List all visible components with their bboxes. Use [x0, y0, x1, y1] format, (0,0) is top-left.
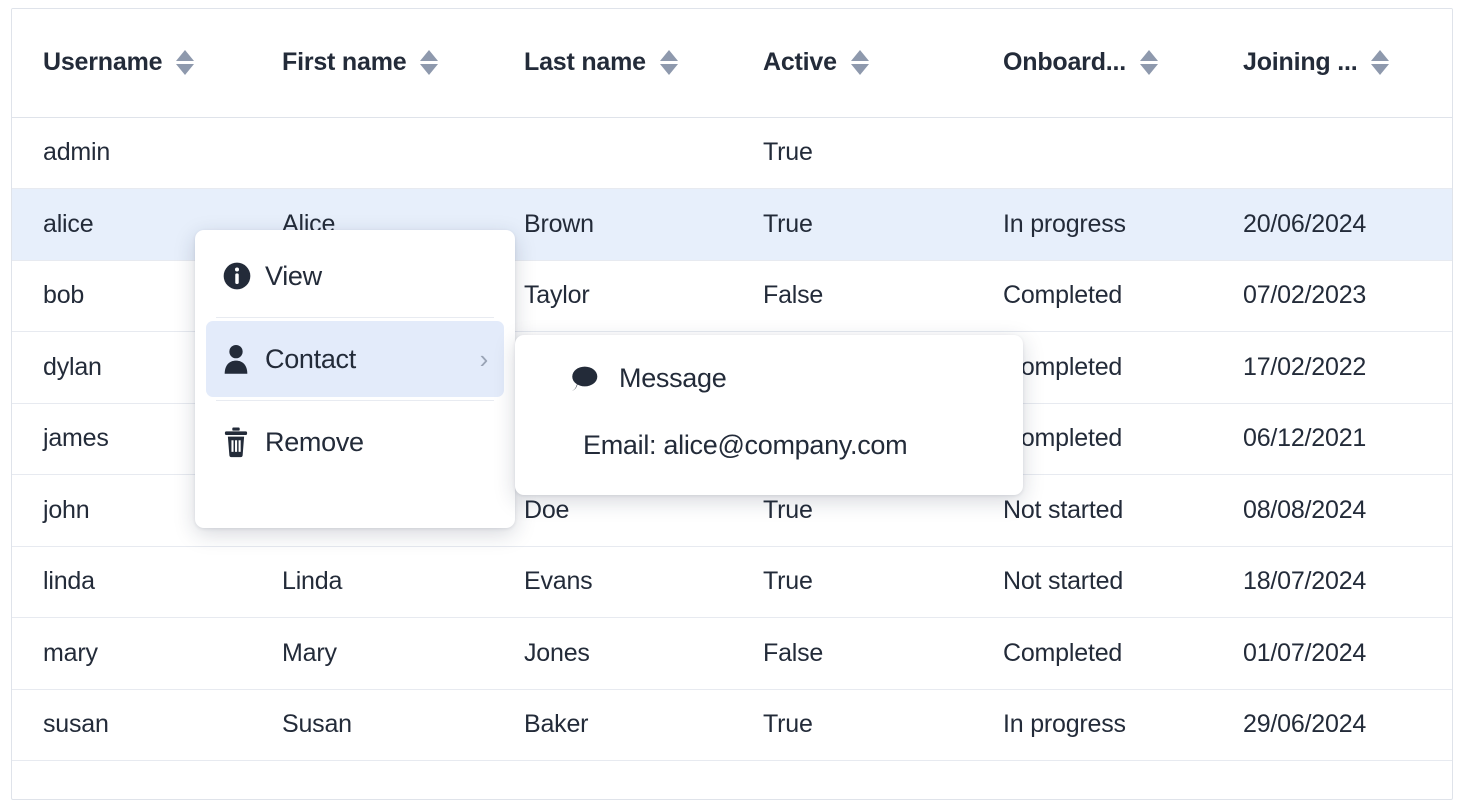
- trash-icon: [221, 426, 265, 458]
- table-cell-last_name: Taylor: [493, 260, 732, 332]
- chevron-right-icon: ›: [479, 344, 489, 374]
- table-filler-cell: [1212, 761, 1452, 800]
- column-header-label: Active: [763, 48, 837, 77]
- table-cell-onboarding: [972, 117, 1212, 189]
- column-header-username[interactable]: Username: [12, 9, 251, 118]
- sort-updown-icon[interactable]: [1140, 50, 1159, 76]
- table-cell-active: True: [732, 689, 972, 761]
- table-cell-first_name: Linda: [251, 546, 493, 618]
- sort-updown-icon[interactable]: [420, 50, 439, 76]
- table-filler-cell: [493, 761, 732, 800]
- table-header: Username First name Last name: [12, 9, 1452, 118]
- table-cell-username: susan: [12, 689, 251, 761]
- submenu-item-email[interactable]: Email: alice@company.com: [527, 412, 1011, 479]
- table-cell-joining: [1212, 117, 1452, 189]
- table-cell-onboarding: Not started: [972, 546, 1212, 618]
- column-header-onboarding[interactable]: Onboard...: [972, 9, 1212, 118]
- context-menu-item-contact[interactable]: Contact ›: [206, 321, 504, 397]
- table-cell-active: True: [732, 117, 972, 189]
- table-cell-first_name: Mary: [251, 617, 493, 690]
- context-menu-item-view[interactable]: View: [206, 238, 504, 314]
- column-header-label: Joining ...: [1243, 48, 1358, 77]
- column-header-label: Last name: [524, 48, 646, 77]
- table-cell-onboarding: In progress: [972, 188, 1212, 261]
- table-filler-row: [12, 761, 1452, 800]
- contact-submenu[interactable]: Message Email: alice@company.com: [515, 335, 1023, 495]
- table-cell-active: False: [732, 617, 972, 690]
- context-menu-item-label: View: [265, 260, 322, 291]
- column-header-joining[interactable]: Joining ...: [1212, 9, 1452, 118]
- column-header-label: First name: [282, 48, 407, 77]
- submenu-item-label: Message: [619, 363, 727, 393]
- table-filler-cell: [732, 761, 972, 800]
- context-menu-item-label: Contact: [265, 343, 356, 374]
- person-icon: [221, 343, 265, 375]
- column-header-label: Username: [43, 48, 163, 77]
- table-cell-active: False: [732, 260, 972, 332]
- submenu-item-label: Email: alice@company.com: [583, 430, 908, 460]
- table-cell-username: alice: [12, 188, 251, 261]
- sort-updown-icon[interactable]: [850, 50, 869, 76]
- table-cell-joining: 20/06/2024: [1212, 188, 1452, 261]
- table-cell-username: mary: [12, 617, 251, 690]
- context-menu-item-remove[interactable]: Remove: [206, 404, 504, 480]
- table-cell-last_name: Brown: [493, 188, 732, 261]
- table-cell-onboarding: In progress: [972, 689, 1212, 761]
- table-cell-joining: 06/12/2021: [1212, 403, 1452, 475]
- table-cell-onboarding: Completed: [972, 260, 1212, 332]
- table-filler-cell: [12, 761, 251, 800]
- row-context-menu[interactable]: View Contact ›: [195, 230, 515, 528]
- menu-divider: [216, 400, 494, 401]
- column-header-active[interactable]: Active: [732, 9, 972, 118]
- table-cell-joining: 17/02/2022: [1212, 331, 1452, 404]
- table-filler-cell: [251, 761, 493, 800]
- table-cell-active: True: [732, 546, 972, 618]
- menu-divider: [216, 317, 494, 318]
- table-cell-joining: 29/06/2024: [1212, 689, 1452, 761]
- speech-bubble-icon: [567, 364, 619, 394]
- info-circle-icon: [221, 260, 265, 292]
- table-cell-active: True: [732, 188, 972, 261]
- table-cell-last_name: Jones: [493, 617, 732, 690]
- table-cell-joining: 01/07/2024: [1212, 617, 1452, 690]
- column-header-first-name[interactable]: First name: [251, 9, 493, 118]
- table-cell-joining: 07/02/2023: [1212, 260, 1452, 332]
- table-cell-last_name: Evans: [493, 546, 732, 618]
- table-cell-first_name: Susan: [251, 689, 493, 761]
- table-cell-username: admin: [12, 117, 251, 189]
- table-cell-last_name: [493, 117, 732, 189]
- table-cell-joining: 18/07/2024: [1212, 546, 1452, 618]
- column-header-label: Onboard...: [1003, 48, 1127, 77]
- table-cell-username: linda: [12, 546, 251, 618]
- table-cell-first_name: [251, 117, 493, 189]
- column-header-last-name[interactable]: Last name: [493, 9, 732, 118]
- context-menu-item-label: Remove: [265, 426, 364, 457]
- sort-updown-icon[interactable]: [176, 50, 195, 76]
- submenu-item-message[interactable]: Message: [527, 345, 1011, 412]
- sort-updown-icon[interactable]: [1371, 50, 1390, 76]
- table-cell-onboarding: Completed: [972, 617, 1212, 690]
- table-row[interactable]: admin True: [12, 117, 1452, 189]
- table-cell-last_name: Baker: [493, 689, 732, 761]
- table-filler-cell: [972, 761, 1212, 800]
- table-header-row: Username First name Last name: [12, 9, 1452, 118]
- sort-updown-icon[interactable]: [659, 50, 678, 76]
- table-cell-joining: 08/08/2024: [1212, 474, 1452, 547]
